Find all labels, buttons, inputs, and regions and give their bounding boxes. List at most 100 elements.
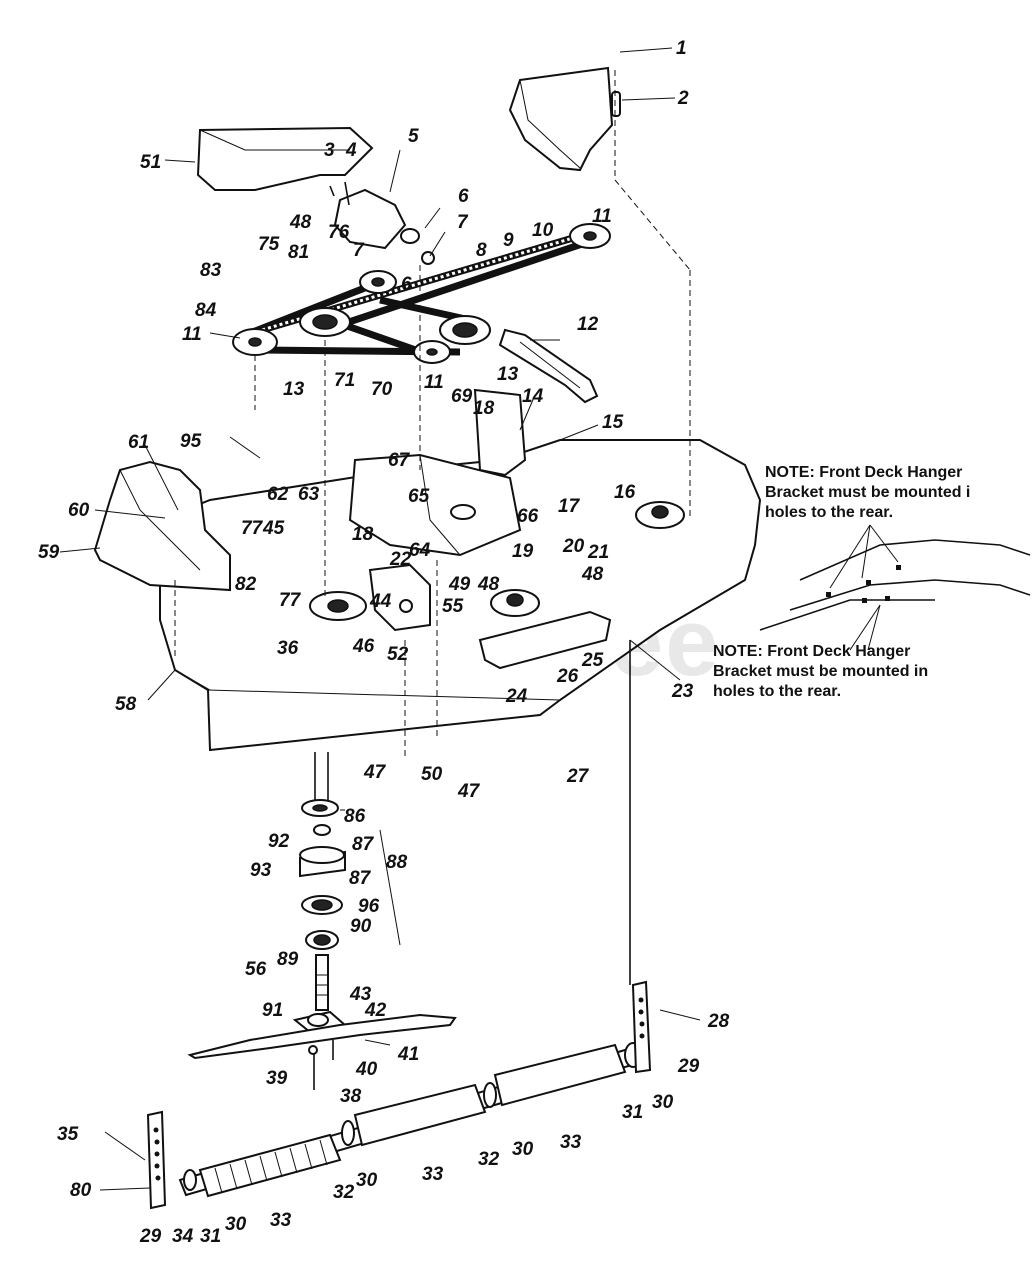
callout-70: 70	[371, 379, 393, 400]
callout-31b: 31	[200, 1226, 221, 1247]
callout-30d: 30	[225, 1214, 247, 1235]
callout-49: 49	[448, 574, 471, 595]
svg-text:NOTE: Front Deck Hanger: NOTE: Front Deck Hanger	[713, 643, 910, 660]
callout-33c: 33	[270, 1210, 292, 1231]
callout-71: 71	[334, 370, 355, 391]
left-belt-cover	[196, 126, 374, 191]
callout-7: 7	[457, 212, 469, 233]
callout-6b: 6	[401, 274, 412, 295]
callout-41: 41	[397, 1044, 419, 1065]
callout-83: 83	[200, 260, 222, 281]
svg-text:holes to the rear.: holes to the rear.	[765, 504, 893, 521]
callout-35: 35	[57, 1124, 79, 1145]
callout-36: 36	[277, 638, 299, 659]
gearbox	[329, 181, 435, 265]
callout-14: 14	[522, 386, 544, 407]
callout-8: 8	[476, 240, 487, 261]
callout-91: 91	[262, 1000, 283, 1021]
callout-15: 15	[602, 412, 624, 433]
callout-32b: 32	[333, 1182, 355, 1203]
callout-63: 63	[298, 484, 320, 505]
spindle-assembly	[187, 752, 457, 1090]
callout-13b: 13	[497, 364, 519, 385]
callout-28: 28	[707, 1011, 730, 1032]
mower-deck	[93, 388, 762, 752]
callout-19: 19	[512, 541, 534, 562]
callout-7b: 7	[353, 240, 365, 261]
callout-10: 10	[532, 220, 554, 241]
callout-48a: 48	[289, 212, 312, 233]
callout-60: 60	[68, 500, 90, 521]
callout-26: 26	[556, 666, 579, 687]
callout-56: 56	[245, 959, 267, 980]
callout-27: 27	[566, 766, 590, 787]
callout-18a: 18	[473, 398, 495, 419]
callout-39: 39	[266, 1068, 288, 1089]
callout-75: 75	[258, 234, 280, 255]
callout-40: 40	[355, 1059, 378, 1080]
callout-38: 38	[340, 1086, 362, 1107]
callout-58: 58	[115, 694, 137, 715]
callout-48c: 48	[581, 564, 604, 585]
callout-64: 64	[409, 540, 431, 561]
callout-90: 90	[350, 916, 372, 937]
callout-89: 89	[277, 949, 299, 970]
callout-4: 4	[345, 140, 357, 161]
callout-30c: 30	[356, 1170, 378, 1191]
callout-24: 24	[505, 686, 528, 707]
callout-33b: 33	[422, 1164, 444, 1185]
callout-29b: 29	[139, 1226, 162, 1247]
callout-62: 62	[267, 484, 289, 505]
callout-88: 88	[386, 852, 408, 873]
svg-text:Bracket must be mounted i: Bracket must be mounted i	[765, 484, 970, 501]
callout-12: 12	[577, 314, 599, 335]
deck-hanger-detail	[759, 524, 1031, 651]
callout-50: 50	[421, 764, 443, 785]
callout-59: 59	[38, 542, 60, 563]
callout-93: 93	[250, 860, 272, 881]
callout-82: 82	[235, 574, 257, 595]
callout-65: 65	[408, 486, 430, 507]
callout-80: 80	[70, 1180, 92, 1201]
callout-47b: 47	[457, 781, 481, 802]
callout-55: 55	[442, 596, 464, 617]
callout-6: 6	[458, 186, 469, 207]
callout-34: 34	[172, 1226, 194, 1247]
callout-95: 95	[180, 431, 202, 452]
right-belt-cover	[508, 66, 621, 172]
callout-51: 51	[140, 152, 161, 173]
roller-threads	[214, 1139, 328, 1194]
callout-48b: 48	[477, 574, 500, 595]
callout-92: 92	[268, 831, 290, 852]
idler-spring	[498, 328, 599, 404]
callout-16: 16	[614, 482, 636, 503]
callout-81: 81	[288, 242, 309, 263]
callout-11c: 11	[424, 372, 444, 393]
callout-29a: 29	[677, 1056, 700, 1077]
callout-30a: 30	[652, 1092, 674, 1113]
svg-text:Bracket must be mounted in: Bracket must be mounted in	[713, 663, 928, 680]
roller-rod-assembly	[146, 980, 652, 1210]
callout-46: 46	[352, 636, 375, 657]
callout-42: 42	[364, 1000, 387, 1021]
callout-86: 86	[344, 806, 366, 827]
callout-20: 20	[562, 536, 585, 557]
svg-text:holes to the rear.: holes to the rear.	[713, 683, 841, 700]
callout-18b: 18	[352, 524, 374, 545]
callout-47a: 47	[363, 762, 387, 783]
callout-77b: 77	[279, 590, 302, 611]
callout-87b: 87	[349, 868, 372, 889]
note-top: NOTE: Front Deck Hanger Bracket must be …	[765, 464, 970, 521]
callout-61: 61	[128, 432, 149, 453]
leader-lines	[59, 47, 701, 1191]
pulleys	[232, 223, 611, 364]
callout-1: 1	[676, 38, 687, 59]
callout-30b: 30	[512, 1139, 534, 1160]
callout-23: 23	[671, 681, 694, 702]
callout-44: 44	[369, 591, 392, 612]
construction-lines	[174, 70, 691, 985]
callout-43: 43	[349, 984, 372, 1005]
callout-21: 21	[587, 542, 609, 563]
callout-13a: 13	[283, 379, 305, 400]
